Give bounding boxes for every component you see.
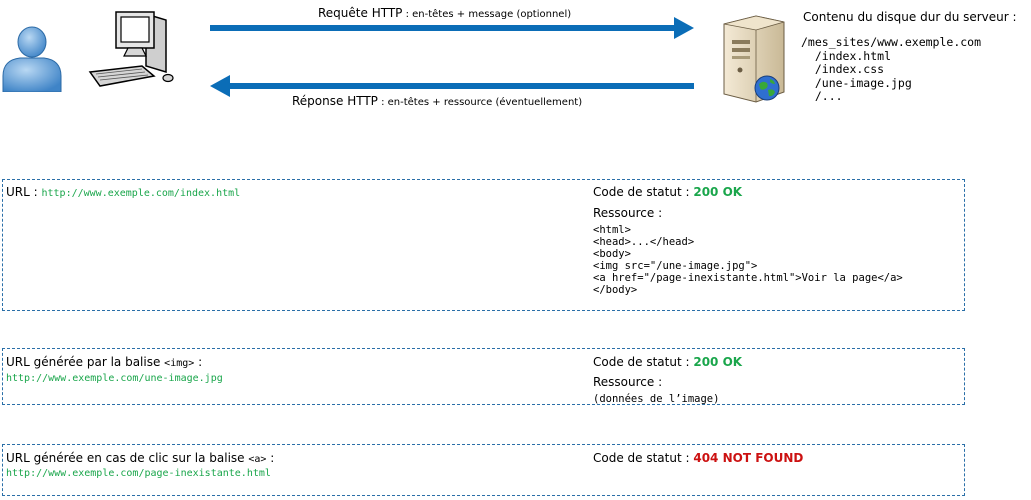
disk-path-line: /mes_sites/www.exemple.com: [801, 35, 982, 49]
box3-url-label: URL générée en cas de clic sur la balise: [6, 451, 249, 465]
box2-status: 200 OK: [693, 355, 743, 369]
response-arrow: [210, 75, 694, 97]
box3-url-line: URL générée en cas de clic sur la balise…: [6, 451, 274, 465]
box1-status: 200 OK: [693, 185, 743, 199]
disk-listing: /mes_sites/www.exemple.com /index.html /…: [801, 35, 982, 104]
html-code-line: <a href="/page-inexistante.html">Voir la…: [593, 272, 903, 284]
box2-resource-label: Ressource :: [593, 375, 663, 389]
user-icon: [2, 26, 62, 92]
response-main: Réponse HTTP: [292, 94, 378, 108]
request-label: Requête HTTP : en-têtes + message (optio…: [318, 6, 571, 20]
box1-status-line: Code de statut : 200 OK: [593, 185, 742, 199]
html-code-line: <html>: [593, 224, 631, 236]
html-code-line: <img src="/une-image.jpg">: [593, 260, 758, 272]
box1-resource-code: <html><head>...</head><body><img src="/u…: [593, 224, 903, 296]
box3-tag: <a>: [248, 454, 267, 465]
box2-suffix: :: [194, 355, 203, 369]
html-code-line: <body>: [593, 248, 631, 260]
response-label: Réponse HTTP : en-têtes + ressource (éve…: [292, 94, 582, 108]
box1-url: http://www.exemple.com/index.html: [41, 188, 241, 199]
box3-status-line: Code de statut : 404 NOT FOUND: [593, 451, 803, 465]
box2-tag: <img>: [164, 358, 195, 369]
disk-path-line: /index.html: [801, 48, 892, 63]
exchange-box-image: [2, 348, 965, 405]
box3-url: http://www.exemple.com/page-inexistante.…: [6, 468, 271, 479]
box2-status-label: Code de statut :: [593, 355, 694, 369]
request-main: Requête HTTP: [318, 6, 403, 20]
box2-status-line: Code de statut : 200 OK: [593, 355, 742, 369]
computer-icon: [88, 11, 174, 87]
request-arrow: [210, 17, 694, 39]
box1-url-line: URL : http://www.exemple.com/index.html: [6, 185, 240, 199]
disk-path-line: /une-image.jpg: [801, 75, 912, 90]
html-code-line: <head>...</head>: [593, 236, 695, 248]
box2-resource-value: (données de l’image): [593, 393, 720, 405]
html-code-line: </body>: [593, 284, 638, 296]
request-detail: : en-têtes + message (optionnel): [402, 9, 572, 20]
box3-status-label: Code de statut :: [593, 451, 694, 465]
box1-url-label: URL :: [6, 185, 42, 199]
box3-suffix: :: [266, 451, 275, 465]
box2-url-line: URL générée par la balise <img> :: [6, 355, 202, 369]
box2-url: http://www.exemple.com/une-image.jpg: [6, 373, 223, 384]
box2-url-label: URL générée par la balise: [6, 355, 165, 369]
box1-resource-label: Ressource :: [593, 206, 663, 220]
exchange-box-missing-page: [2, 444, 965, 496]
disk-path-line: /index.css: [801, 62, 885, 76]
response-detail: : en-têtes + ressource (éventuellement): [377, 97, 583, 108]
disk-title: Contenu du disque dur du serveur :: [803, 10, 1017, 24]
exchange-box-index: [2, 179, 965, 311]
globe-icon: [754, 75, 780, 101]
box1-status-label: Code de statut :: [593, 185, 694, 199]
disk-path-line: /...: [801, 89, 843, 103]
box3-status: 404 NOT FOUND: [693, 451, 804, 465]
